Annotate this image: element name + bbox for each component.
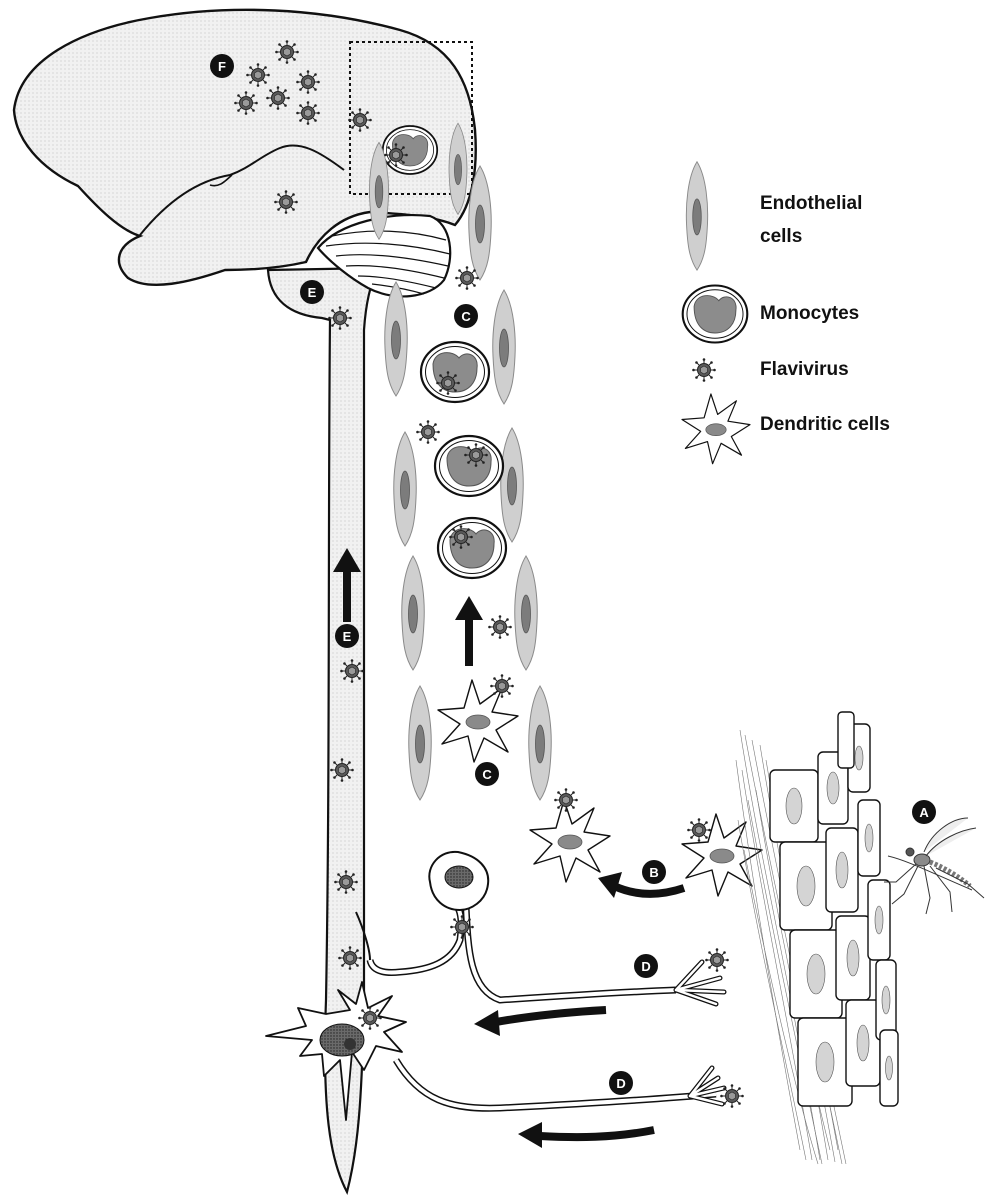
legend-endothelial-icon [686, 162, 707, 270]
flavivirus-icon [330, 758, 354, 782]
svg-text:B: B [649, 865, 658, 880]
flavivirus-icon [340, 659, 364, 683]
svg-text:A: A [919, 805, 929, 820]
flavivirus-icon [328, 306, 352, 330]
monocyte [421, 342, 489, 402]
flavivirus-icon [687, 818, 711, 842]
sensory-neuron-upper [370, 852, 724, 1004]
endothelial-cell [515, 556, 537, 670]
arrow-d-upper [474, 1010, 606, 1036]
legend-flavivirus-icon [692, 358, 716, 382]
svg-text:D: D [641, 959, 650, 974]
flavivirus-icon [275, 40, 299, 64]
legend-monocyte-icon [683, 286, 748, 343]
svg-text:E: E [343, 629, 352, 644]
flavivirus-icon [234, 91, 258, 115]
legend: Endothelial cells Monocytes Flavivirus D… [682, 162, 890, 464]
legend-dendritic-icon [682, 394, 750, 464]
step-badge-b: B [642, 860, 666, 884]
monocyte [435, 436, 503, 496]
endothelial-cell [501, 428, 523, 542]
svg-text:F: F [218, 59, 226, 74]
flavivirus-icon [416, 420, 440, 444]
endothelial-cell [385, 282, 407, 396]
flavivirus-icon [358, 1006, 382, 1030]
endothelial-cell [402, 556, 424, 670]
step-badge-f: F [210, 54, 234, 78]
legend-dendritic-label: Dendritic cells [760, 414, 890, 435]
step-badge-d-upper: D [634, 954, 658, 978]
step-badge-e-mid: E [335, 624, 359, 648]
arrow-b [598, 872, 684, 898]
flavivirus-icon [490, 674, 514, 698]
flavivirus-icon [334, 870, 358, 894]
legend-endothelial-label-line2: cells [760, 226, 802, 247]
flavivirus-icon [705, 948, 729, 972]
svg-text:E: E [308, 285, 317, 300]
dendritic-cell [438, 680, 518, 762]
arrow-d-lower [518, 1122, 654, 1148]
legend-endothelial-label-line1: Endothelial [760, 193, 862, 214]
step-badge-c-bottom: C [475, 762, 499, 786]
svg-text:C: C [482, 767, 492, 782]
flavivirus-icon [266, 86, 290, 110]
flavivirus-icon [464, 443, 488, 467]
step-badge-c-top: C [454, 304, 478, 328]
flavivirus-icon [348, 108, 372, 132]
flavivirus-icon [296, 70, 320, 94]
flavivirus-icon [449, 525, 473, 549]
endothelial-cell [394, 432, 416, 546]
step-badge-e-top: E [300, 280, 324, 304]
flavivirus-icon [450, 915, 474, 939]
flavivirus-icon [384, 143, 408, 167]
endothelial-cell [409, 686, 431, 800]
monocyte [438, 518, 506, 578]
flavivirus-icon [274, 190, 298, 214]
flavivirus-icon [296, 101, 320, 125]
endothelial-cell [493, 290, 515, 404]
flavivirus-icon [488, 615, 512, 639]
arrow-vessel-up [455, 596, 483, 666]
legend-flavivirus-label: Flavivirus [760, 359, 849, 380]
flavivirus-icon [455, 266, 479, 290]
step-badge-a: A [912, 800, 936, 824]
endothelial-cell [529, 686, 551, 800]
svg-text:C: C [461, 309, 471, 324]
flavivirus-icon [436, 371, 460, 395]
flavivirus-icon [554, 788, 578, 812]
flavivirus-icon [720, 1084, 744, 1108]
svg-text:D: D [616, 1076, 625, 1091]
mosquito-icon [884, 818, 984, 914]
legend-monocytes-label: Monocytes [760, 303, 859, 324]
dendritic-cell [530, 800, 610, 882]
step-badge-d-lower: D [609, 1071, 633, 1095]
flavivirus-icon [246, 63, 270, 87]
flavivirus-icon [338, 946, 362, 970]
